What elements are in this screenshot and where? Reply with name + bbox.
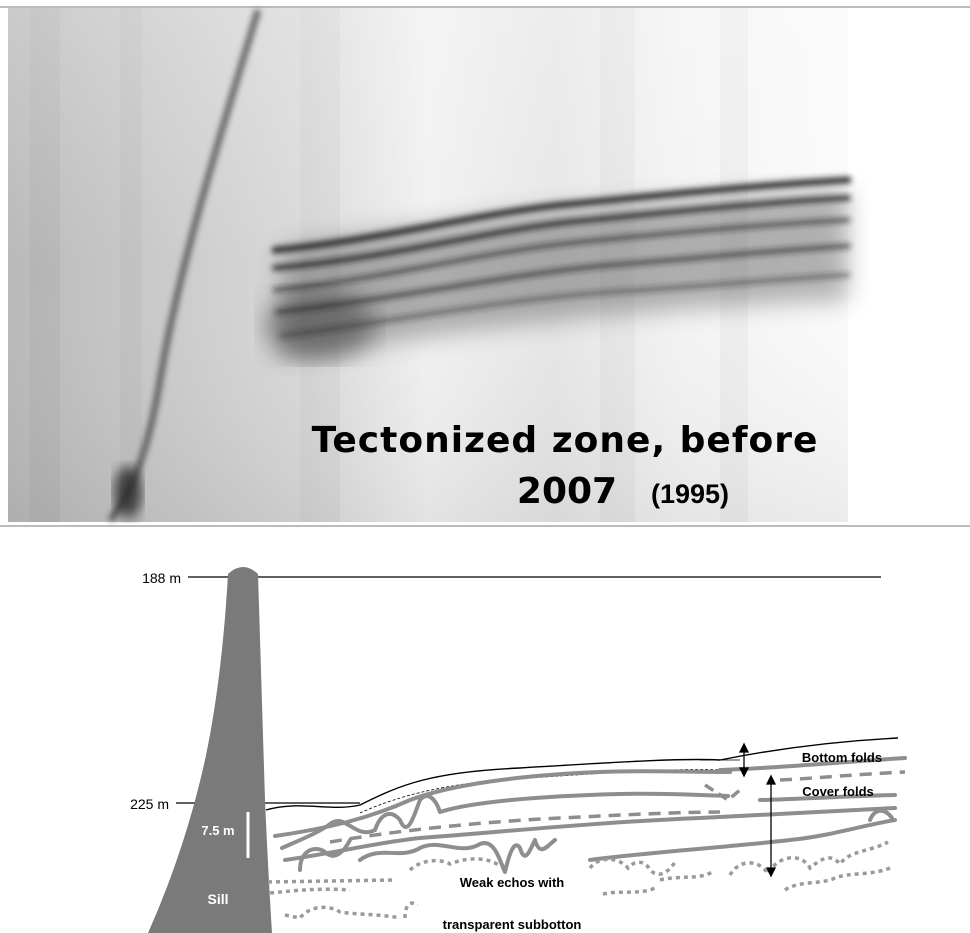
seismic-profile-image: Tectonized zone, before 2007 (1995)	[0, 0, 970, 528]
sill-label: Sill	[207, 891, 228, 907]
depth-label-225: 225 m	[130, 796, 169, 812]
seismic-title-line2: 2007	[517, 471, 617, 512]
bottom-folds-label: Bottom folds	[802, 750, 882, 765]
interpretation-diagram: 188 m 225 m 7.5 m Sill	[0, 528, 970, 933]
scale-bar-label: 7.5 m	[201, 823, 234, 838]
cover-folds-label: Cover folds	[802, 784, 874, 799]
weak-echos-label-line1: Weak echos with	[460, 875, 565, 890]
weak-echos-label-line2: transparent subbotton	[443, 917, 582, 932]
cover-fold-layer-2	[440, 794, 728, 812]
sill-body	[148, 567, 272, 933]
depth-label-188: 188 m	[142, 570, 181, 586]
seismic-title-line1: Tectonized zone, before	[312, 420, 819, 461]
seismic-year-note: (1995)	[651, 479, 729, 509]
